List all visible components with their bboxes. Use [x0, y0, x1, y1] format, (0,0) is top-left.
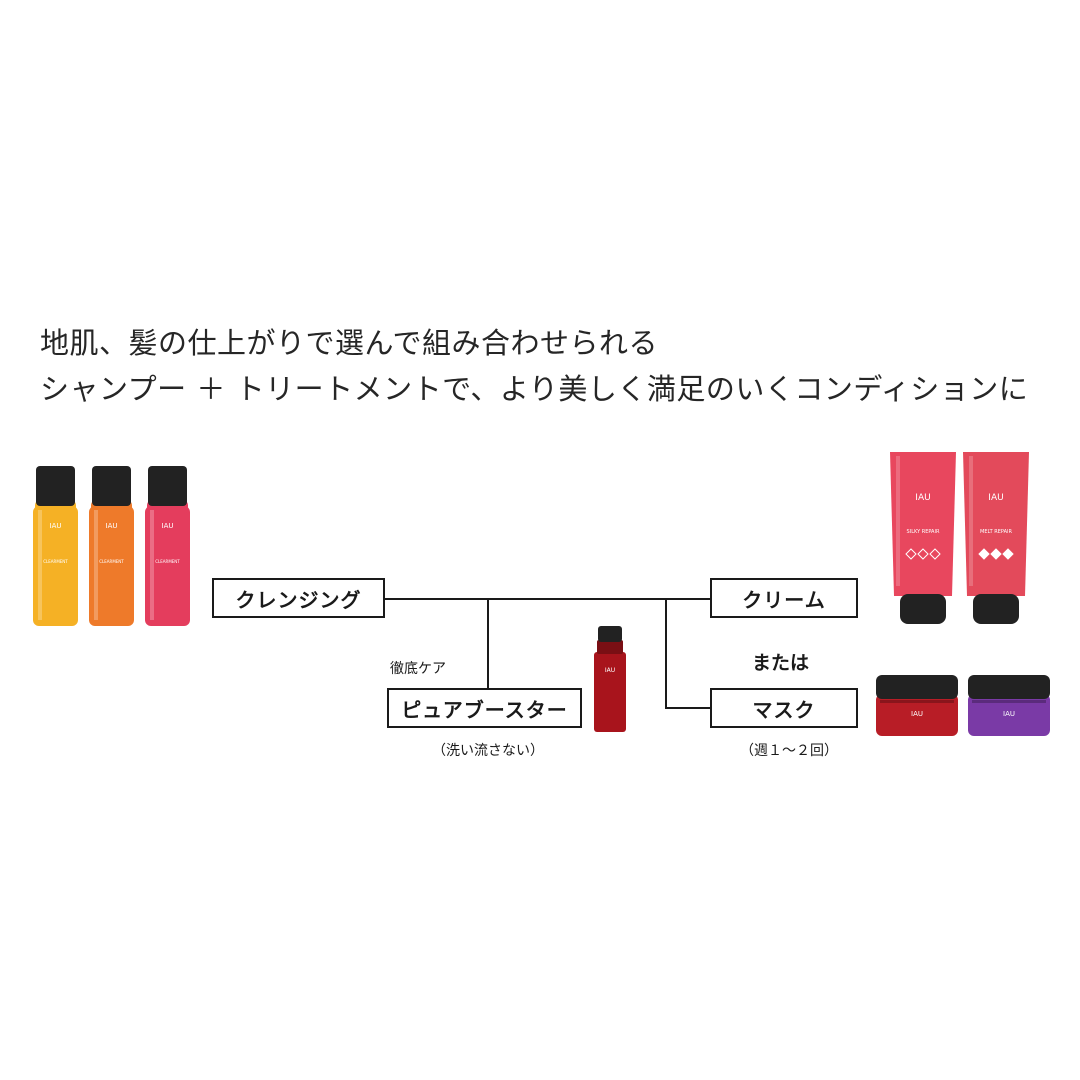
- headline-line-2: シャンプー ＋ トリートメントで、より美しく満足のいくコンディションに: [40, 372, 1029, 406]
- shampoo-bottle: IAU CLEARMENT: [89, 466, 134, 626]
- product-label: SILKY REPAIR: [907, 529, 940, 535]
- connector-to-mask-vertical: [665, 599, 667, 709]
- thorough-care-note: 徹底ケア: [390, 661, 446, 677]
- brand-mark: IAU: [988, 493, 1003, 503]
- product-label: CLEARMENT: [99, 559, 124, 564]
- pure-booster-box: ピュアブースター: [387, 688, 582, 728]
- cleansing-label: クレンジング: [235, 587, 362, 612]
- cleansing-box: クレンジング: [212, 578, 385, 618]
- mask-jar: IAU: [968, 675, 1050, 736]
- product-label: CLEARMENT: [43, 559, 68, 564]
- cream-label: クリーム: [742, 587, 826, 612]
- mask-box: マスク: [710, 688, 858, 728]
- brand-mark: IAU: [50, 522, 62, 530]
- brand-mark: IAU: [911, 710, 923, 718]
- headline-line-1: 地肌、髪の仕上がりで選んで組み合わせられる: [40, 326, 659, 360]
- or-label: または: [752, 652, 810, 674]
- product-label: CLEARMENT: [155, 559, 180, 564]
- cream-tube: IAU SILKY REPAIR: [890, 452, 956, 624]
- cream-box: クリーム: [710, 578, 858, 618]
- brand-mark: IAU: [915, 493, 930, 503]
- brand-mark: IAU: [605, 667, 615, 674]
- no-rinse-note: （洗い流さない）: [432, 743, 544, 759]
- mask-jar: IAU: [876, 675, 958, 736]
- mask-label: マスク: [752, 697, 816, 722]
- connector-to-mask-horizontal: [665, 707, 710, 709]
- connector-to-booster: [487, 599, 489, 688]
- brand-mark: IAU: [106, 522, 118, 530]
- pure-booster-label: ピュアブースター: [401, 697, 568, 722]
- connector-main-horizontal: [385, 598, 710, 600]
- brand-mark: IAU: [1003, 710, 1015, 718]
- cream-tube: IAU MELT REPAIR: [963, 452, 1029, 624]
- product-label: MELT REPAIR: [980, 529, 1012, 535]
- frequency-note: （週１～２回）: [740, 743, 838, 759]
- pure-booster-bottle: IAU: [594, 626, 626, 732]
- brand-mark: IAU: [162, 522, 174, 530]
- shampoo-bottle: IAU CLEARMENT: [33, 466, 78, 626]
- shampoo-bottle: IAU CLEARMENT: [145, 466, 190, 626]
